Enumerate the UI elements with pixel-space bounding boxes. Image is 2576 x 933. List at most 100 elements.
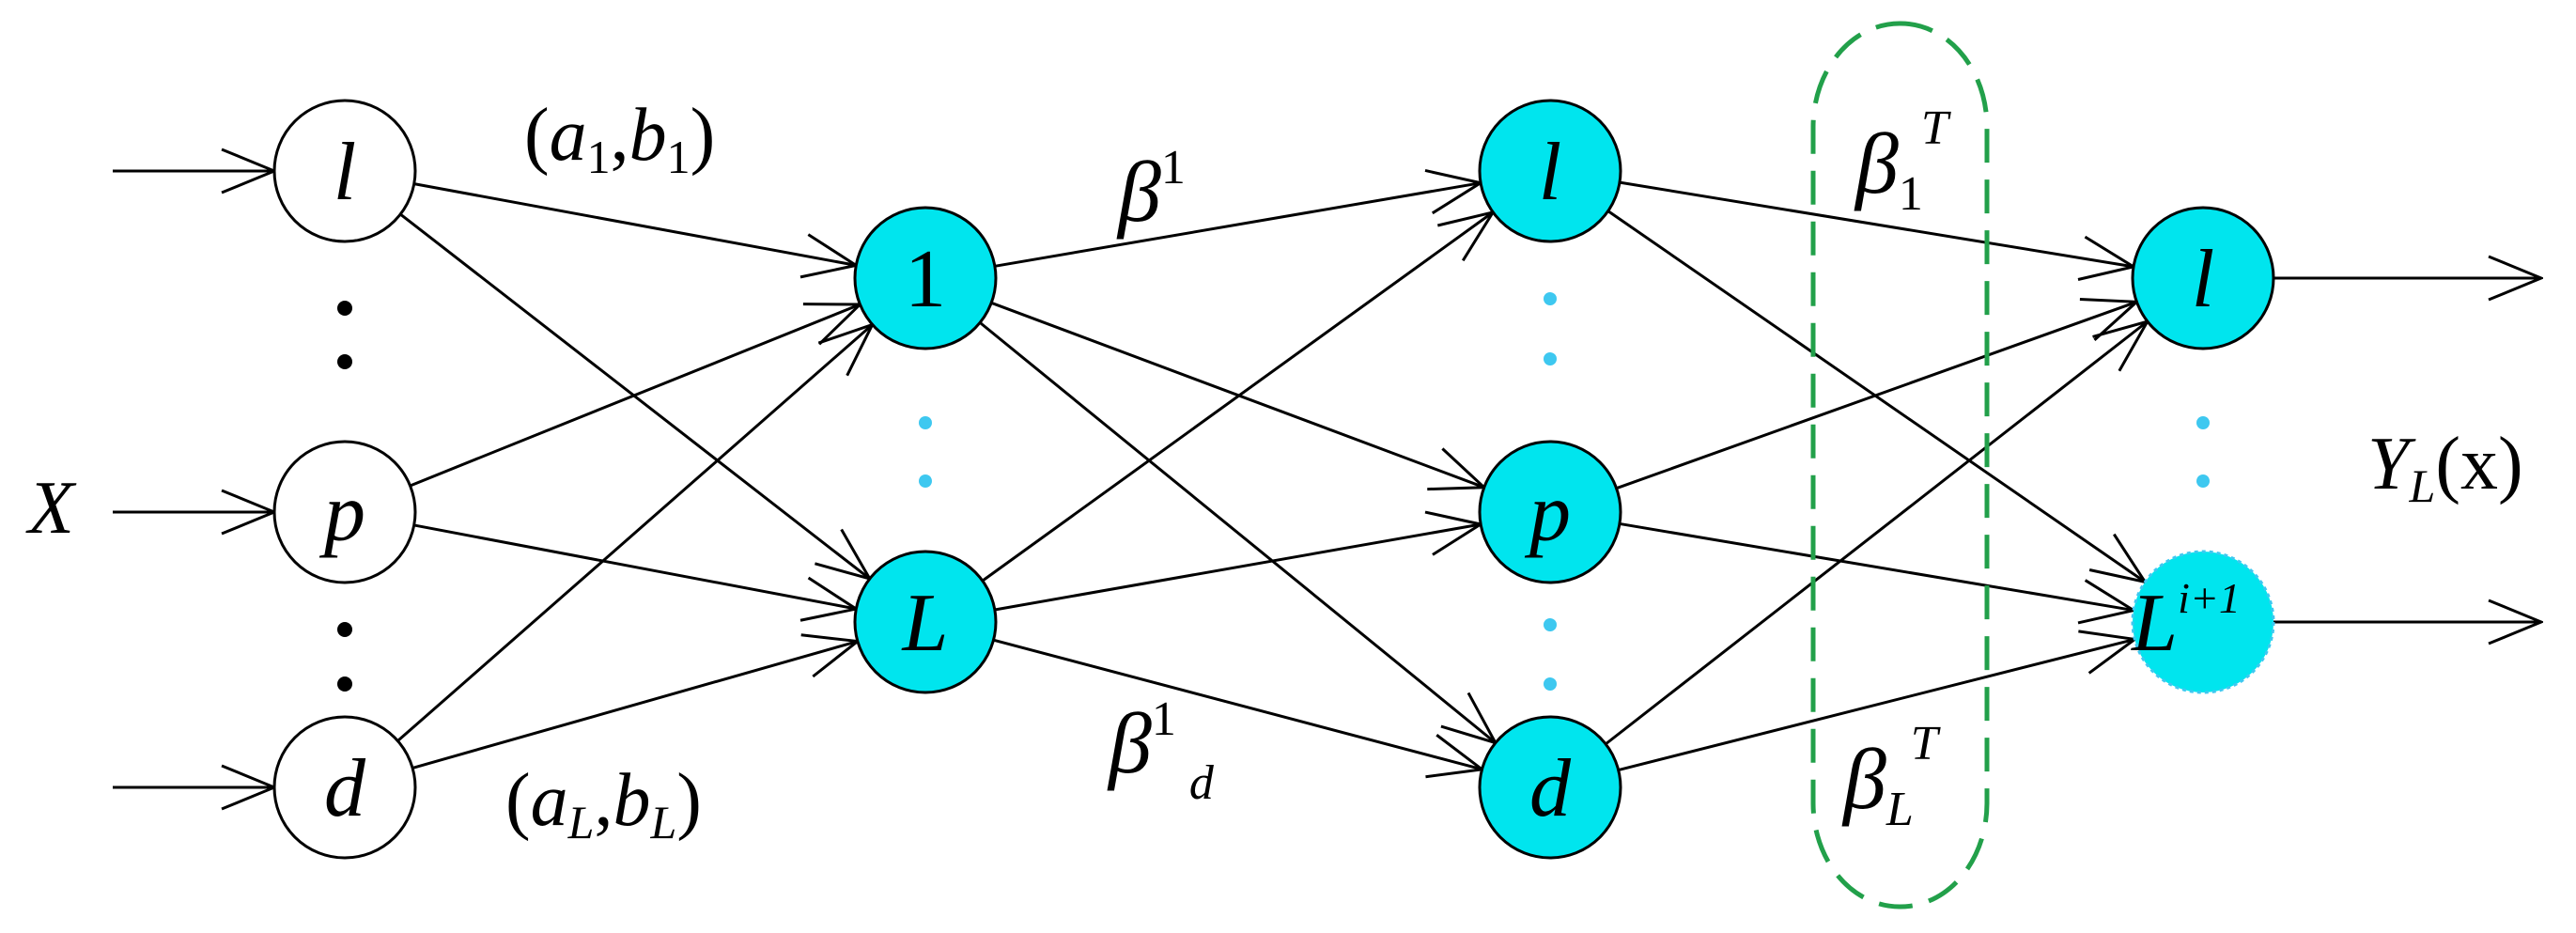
comma: , (611, 94, 629, 177)
layer1-2-edge-1-0 (981, 212, 1493, 583)
beta-superscript: 1 (1161, 141, 1186, 194)
node-label: p (1524, 468, 1571, 559)
node-label: d (1529, 743, 1572, 834)
b-symbol: b (613, 759, 650, 842)
node-label: l (2192, 234, 2214, 325)
input-dot-3 (337, 676, 352, 692)
hidden2-dot-3 (1544, 677, 1557, 691)
output-dot-0 (2196, 416, 2210, 429)
node-circle (272, 99, 417, 243)
comma: , (594, 759, 613, 842)
input-node-p: p (272, 440, 417, 584)
input-label: X (25, 467, 77, 550)
hidden1-dot-1 (919, 474, 932, 488)
a-subscript: 1 (587, 131, 611, 183)
layer0-1-edge-1-0 (410, 304, 861, 488)
layer2-3-edge-0-0 (1619, 180, 2134, 267)
connection-lines (113, 171, 2541, 787)
layer2-3-edge-2-1 (1618, 639, 2135, 772)
beta-subscript: 1 (1899, 167, 1923, 221)
beta-superscript: 1 (1152, 692, 1176, 746)
b-symbol: b (629, 94, 667, 177)
node-circle (272, 715, 417, 860)
output-node-l: l (2131, 206, 2275, 350)
a-symbol: a (550, 94, 587, 177)
layer2-3-edge-1-1 (1619, 521, 2134, 610)
node-label-base: p (318, 468, 365, 559)
beta-symbol: β (1841, 731, 1886, 827)
b-subscript: 1 (667, 131, 691, 183)
node-label-base: l (334, 127, 356, 218)
node-label: Li+1 (2130, 574, 2241, 669)
node-label-base: l (1539, 127, 1561, 218)
hidden1-node-1: 1 (853, 206, 998, 350)
hidden2-dot-0 (1544, 292, 1557, 305)
beta-superscript: T (1921, 101, 1951, 155)
hidden2-node-d: d (1478, 715, 1622, 860)
hidden2-dot-2 (1544, 618, 1557, 631)
beta-subscript: d (1189, 756, 1215, 810)
weight-label-beta-1-d: β1d (1107, 692, 1215, 810)
node-circle (1478, 715, 1622, 860)
node-circle (1478, 440, 1622, 584)
layer0-1-edge-2-0 (396, 324, 872, 742)
b-subscript: L (649, 796, 676, 848)
node-label-base: d (324, 743, 366, 834)
node-circle (2131, 550, 2275, 694)
output-node-L: Li+1 (2130, 550, 2275, 694)
node-circle (853, 550, 998, 694)
hidden1-dot-0 (919, 416, 932, 429)
layer1-2-edge-0-2 (979, 321, 1496, 742)
beta-subscript: L (1885, 783, 1913, 836)
a-symbol: a (531, 759, 568, 842)
node-label: d (324, 743, 366, 834)
output-Y: Y (2367, 423, 2416, 505)
weight-label-aL-bL: (aL,bL) (505, 759, 702, 848)
weight-label-beta-1: β1 (1116, 141, 1186, 240)
beta-superscript: T (1911, 717, 1941, 770)
layer2-3-edge-1-0 (1616, 302, 2137, 490)
node-circle (272, 440, 417, 584)
layer1-2-edge-1-1 (994, 524, 1481, 612)
node-label-base: L (901, 578, 949, 669)
node-label-base: l (2192, 234, 2214, 325)
paren-close: ) (676, 759, 702, 842)
node-label-base: 1 (905, 234, 946, 325)
continuation-dots (337, 292, 2210, 692)
input-dot-1 (337, 354, 352, 369)
weight-label-beta-L-T: βLT (1841, 717, 1941, 836)
weight-label-beta-1-T: β1 T (1854, 101, 1951, 221)
node-label: l (334, 127, 356, 218)
input-node-l: l (272, 99, 417, 243)
weight-label-a1-b1: (a1,b1) (524, 94, 715, 183)
node-label: L (901, 578, 949, 669)
layer2-3-edge-2-0 (1605, 321, 2148, 746)
layer0-1-edge-2-1 (411, 642, 858, 770)
node-circle (2131, 206, 2275, 350)
output-subscript: L (2409, 459, 2436, 512)
input-dot-2 (337, 622, 352, 637)
node-label-superscript: i+1 (2178, 574, 2241, 622)
a-subscript: L (567, 796, 595, 848)
layer0-1-edge-1-1 (413, 523, 857, 609)
paren-close: ) (691, 94, 716, 177)
node-circle (853, 206, 998, 350)
output-dot-1 (2196, 474, 2210, 488)
hidden2-dot-1 (1544, 352, 1557, 365)
output-label: YL(x) (2367, 423, 2523, 512)
node-label-base: L (2130, 578, 2178, 669)
hidden2-node-p: p (1478, 440, 1622, 584)
layer0-1-edge-0-0 (413, 182, 856, 266)
node-label-base: p (1524, 468, 1571, 559)
layer1-2-edge-0-0 (994, 183, 1481, 268)
beta-symbol: β (1116, 144, 1161, 240)
node-label-base: d (1529, 743, 1572, 834)
hidden2-node-l: l (1478, 99, 1622, 243)
node-label: 1 (905, 234, 946, 325)
paren-open: ( (524, 94, 550, 177)
beta-symbol: β (1854, 116, 1899, 211)
layer1-2-edge-1-2 (993, 638, 1482, 770)
input-node-d: d (272, 715, 417, 860)
